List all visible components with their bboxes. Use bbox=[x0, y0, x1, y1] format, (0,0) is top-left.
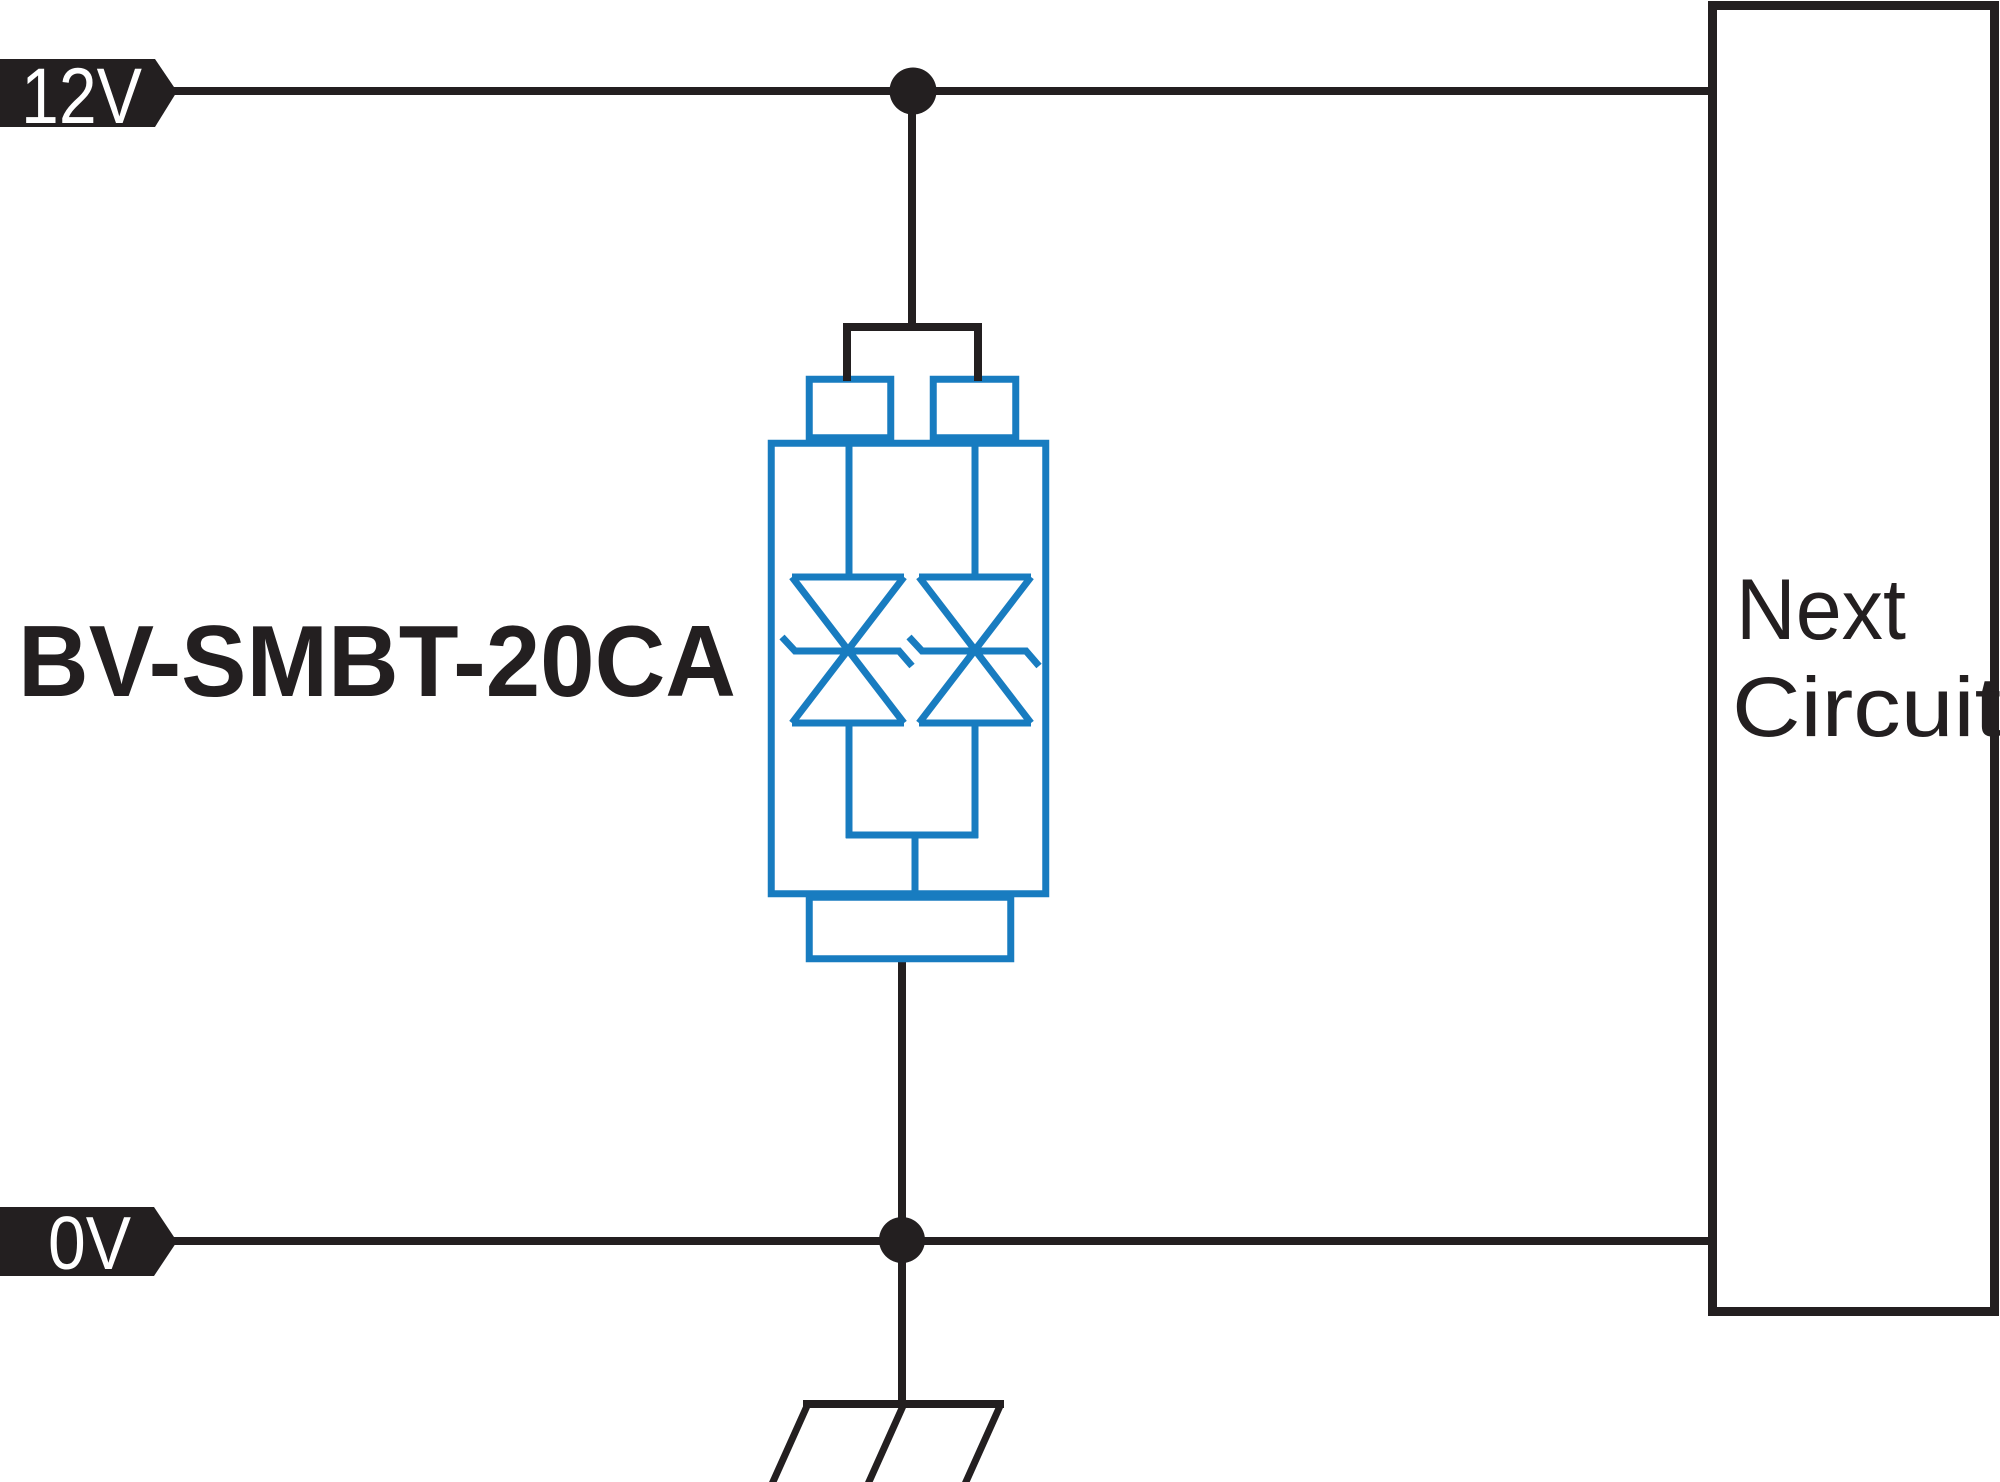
svg-text:12V: 12V bbox=[21, 51, 142, 140]
svg-text:Circuit: Circuit bbox=[1732, 660, 2000, 754]
svg-text:BV-SMBT-20CA: BV-SMBT-20CA bbox=[18, 606, 736, 718]
svg-text:Next: Next bbox=[1736, 562, 1906, 658]
svg-text:0V: 0V bbox=[48, 1201, 131, 1285]
